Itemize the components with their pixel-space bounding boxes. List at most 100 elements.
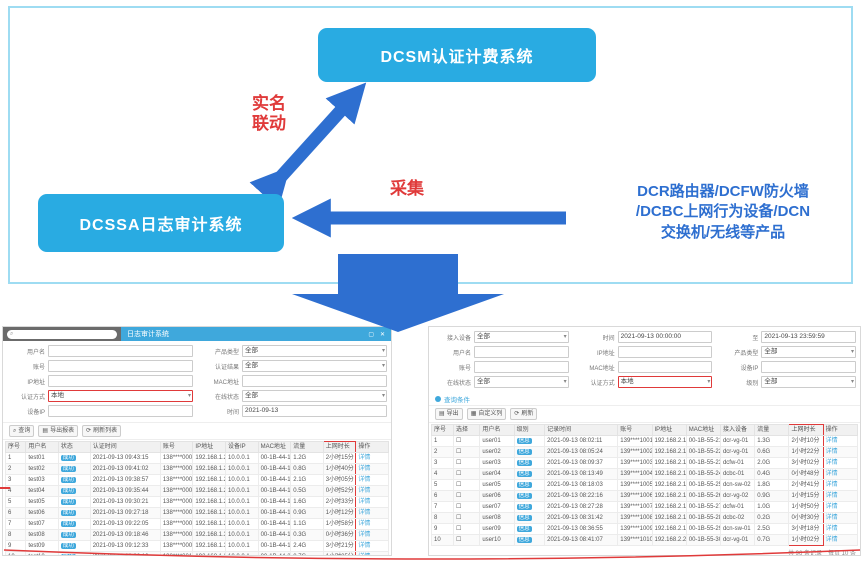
account-field[interactable] [474, 361, 569, 373]
column-header: 用户名 [25, 441, 59, 453]
row-checkbox[interactable]: ☐ [453, 468, 481, 480]
refresh-button[interactable]: ⟳ 刷新 [510, 408, 538, 420]
row-checkbox[interactable]: ☐ [453, 490, 481, 502]
device-ip-field[interactable] [761, 361, 857, 373]
table-cell: 0小时36分 [322, 529, 357, 541]
detail-link[interactable]: 详情 [822, 446, 859, 458]
online-status-select[interactable]: 全部 [474, 376, 569, 388]
detail-link[interactable]: 详情 [822, 435, 859, 447]
export-report-button[interactable]: ▤ 导出报表 [38, 425, 79, 437]
username-field[interactable] [474, 346, 569, 358]
time-field[interactable]: 2021-09-13 [242, 405, 387, 417]
end-time-field[interactable]: 2021-09-13 23:59:59 [761, 331, 857, 343]
table-cell: 192.168.2.19 [651, 523, 687, 535]
table-cell: 192.168.1.30 [192, 529, 226, 541]
row-checkbox[interactable]: ☐ [453, 457, 481, 469]
detail-link[interactable]: 详情 [822, 468, 859, 480]
detail-link[interactable]: 详情 [355, 463, 389, 475]
detail-link[interactable]: 详情 [822, 479, 859, 491]
detail-link[interactable]: 详情 [355, 474, 389, 486]
row-checkbox[interactable]: ☐ [453, 523, 481, 535]
form-label: 设备IP [740, 365, 759, 372]
detail-link[interactable]: 详情 [822, 534, 859, 546]
search-input[interactable]: ⌕ [7, 329, 117, 339]
detail-link[interactable]: 详情 [355, 518, 389, 530]
detail-link[interactable]: 详情 [355, 496, 389, 508]
detail-link[interactable]: 详情 [822, 457, 859, 469]
table-cell: 2021-09-13 08:22:16 [544, 490, 619, 502]
query-button[interactable]: ⌕ 查询 [9, 425, 35, 437]
big-down-arrow [292, 254, 504, 332]
row-checkbox[interactable]: ☐ [453, 479, 481, 491]
query-condition-button[interactable]: 查询条件 [435, 394, 470, 404]
table-cell: 00-1B-55-25 [685, 479, 721, 491]
detail-link[interactable]: 详情 [822, 512, 859, 524]
product-type-select[interactable]: 全部 [761, 346, 857, 358]
table-cell: 2021-09-13 08:36:55 [544, 523, 619, 535]
row-checkbox[interactable]: ☐ [453, 501, 481, 513]
ip-field[interactable] [617, 346, 713, 358]
table-cell: dcr-vg-01 [719, 435, 756, 447]
detail-link[interactable]: 详情 [822, 490, 859, 502]
username-field[interactable] [48, 345, 193, 357]
detail-link[interactable]: 详情 [355, 507, 389, 519]
refresh-list-button[interactable]: ⟳ 刷新列表 [82, 425, 122, 437]
detail-link[interactable]: 详情 [355, 551, 389, 555]
row-checkbox[interactable]: ☐ [453, 435, 481, 447]
column-header: 流量 [290, 441, 324, 453]
auth-type-select[interactable]: 本地 [617, 376, 713, 388]
auth-type-select[interactable]: 本地 [48, 390, 193, 402]
fullscreen-icon[interactable]: ▢ [368, 331, 375, 338]
start-time-field[interactable]: 2021-09-13 00:00:00 [617, 331, 713, 343]
detail-link[interactable]: 详情 [355, 452, 389, 464]
status-badge: 成功 [60, 466, 76, 472]
form-row: IP地址 [577, 346, 713, 358]
table-cell: 3小时05分 [322, 474, 357, 486]
mac-field[interactable] [617, 361, 713, 373]
row-checkbox[interactable]: ☐ [453, 534, 481, 546]
table-row[interactable]: 10test10成功2021-09-13 09:06:10138****0010… [4, 551, 389, 555]
table-cell: 成功 [57, 507, 91, 519]
table-cell: 1小时58分 [322, 518, 357, 530]
row-checkbox[interactable]: ☐ [453, 446, 481, 458]
row-checkbox[interactable]: ☐ [453, 512, 481, 524]
custom-columns-button[interactable]: ▦ 自定义列 [466, 408, 507, 420]
product-type-select[interactable]: 全部 [242, 345, 387, 357]
detail-link[interactable]: 详情 [822, 501, 859, 513]
detail-link[interactable]: 详情 [355, 485, 389, 497]
mac-field[interactable] [242, 375, 387, 387]
left-app-search-zone: ⌕ [3, 327, 121, 341]
auth-result-select[interactable]: 全部 [242, 360, 387, 372]
device-ip-field[interactable] [48, 405, 193, 417]
online-status-select[interactable]: 全部 [242, 390, 387, 402]
account-field[interactable] [48, 360, 193, 372]
status-badge: 信息 [516, 438, 532, 444]
export-button[interactable]: ▤ 导出 [435, 408, 463, 420]
level-select[interactable]: 全部 [761, 376, 857, 388]
ip-field[interactable] [48, 375, 193, 387]
close-icon[interactable]: ✕ [379, 331, 385, 338]
table-cell: 1小时22分 [788, 446, 824, 458]
detail-link[interactable]: 详情 [822, 523, 859, 535]
detail-link[interactable]: 详情 [355, 529, 389, 541]
right-app-pagination[interactable]: 共 96 条记录 每页 10 条 [787, 551, 856, 556]
access-device-select[interactable]: 全部 [474, 331, 569, 343]
